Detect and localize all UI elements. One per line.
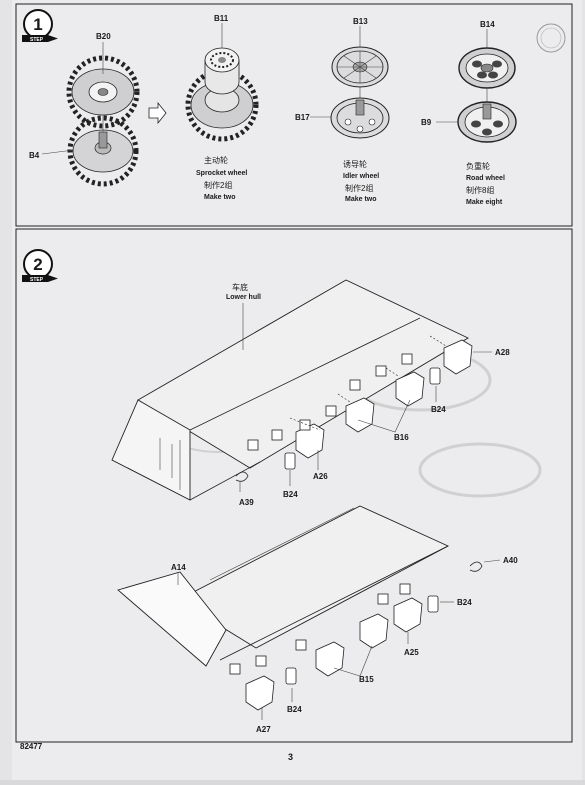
part-label-b17: B17 bbox=[295, 113, 310, 122]
step2-number: 2 bbox=[33, 255, 42, 274]
part-label-b24-upper-right: B24 bbox=[431, 405, 446, 414]
road-qty-cn: 制作8组 bbox=[466, 185, 494, 195]
part-label-a40: A40 bbox=[503, 556, 518, 565]
sprocket-half-b4-icon bbox=[67, 115, 139, 187]
leader-line bbox=[357, 399, 411, 433]
idler-axle-a40-icon bbox=[469, 561, 483, 572]
sprocket-title-en: Sprocket wheel bbox=[196, 170, 247, 177]
road-title-cn: 负重轮 bbox=[466, 161, 490, 171]
part-label-b20: B20 bbox=[96, 32, 111, 41]
part-label-a39: A39 bbox=[239, 498, 254, 507]
sprocket-assembly-icon bbox=[185, 47, 259, 142]
hull-title-en: Lower hull bbox=[226, 294, 261, 301]
road-wheel-b14-icon bbox=[458, 47, 516, 89]
leader-line bbox=[41, 149, 75, 155]
step2-panel bbox=[15, 228, 573, 743]
road-qty-en: Make eight bbox=[466, 199, 503, 206]
instruction-drawing: 1 STEP B20 B4 B11 主动轮 Sprocket bbox=[15, 3, 573, 762]
part-label-b13: B13 bbox=[353, 17, 368, 26]
road-wheel-b9-icon bbox=[457, 101, 517, 143]
idler-qty-en: Make two bbox=[345, 196, 377, 203]
step1-label: STEP bbox=[30, 37, 44, 43]
idler-wheel-b13-icon bbox=[331, 46, 389, 88]
page-number: 3 bbox=[288, 752, 293, 762]
arrow-right-icon bbox=[148, 101, 167, 125]
part-label-b11: B11 bbox=[214, 14, 229, 23]
idler-qty-cn: 制作2组 bbox=[345, 183, 373, 193]
idler-title-en: Idler wheel bbox=[343, 173, 379, 180]
part-label-a27: A27 bbox=[256, 725, 271, 734]
part-label-b24-lower-right: B24 bbox=[457, 598, 472, 607]
part-label-b15: B15 bbox=[359, 675, 374, 684]
step1-panel bbox=[15, 3, 573, 227]
part-label-b14: B14 bbox=[480, 20, 495, 29]
part-label-b16: B16 bbox=[394, 433, 409, 442]
instruction-sheet: 1 STEP B20 B4 B11 主动轮 Sprocket bbox=[12, 0, 582, 780]
part-label-a26: A26 bbox=[313, 472, 328, 481]
part-label-a14: A14 bbox=[171, 563, 186, 572]
step2-label: STEP bbox=[30, 277, 44, 283]
part-label-b24-upper-left: B24 bbox=[283, 490, 298, 499]
leader-line bbox=[483, 559, 501, 563]
sprocket-half-b20-icon bbox=[66, 55, 140, 129]
part-label-b4: B4 bbox=[29, 151, 40, 160]
step1-number: 1 bbox=[33, 15, 42, 34]
sprocket-title-cn: 主动轮 bbox=[204, 155, 228, 165]
dashed-guides-upper bbox=[289, 335, 447, 431]
kit-number: 82477 bbox=[20, 742, 43, 751]
hull-title-cn: 车底 bbox=[232, 282, 248, 292]
part-label-a28: A28 bbox=[495, 348, 510, 357]
part-label-b9: B9 bbox=[421, 118, 432, 127]
step1-badge: 1 STEP bbox=[22, 9, 58, 43]
lower-hull-side-icon bbox=[111, 279, 469, 501]
sprocket-qty-cn: 制作2组 bbox=[204, 180, 232, 190]
logo-stamp-icon bbox=[536, 23, 566, 53]
suspension-arms-upper-icon bbox=[247, 339, 473, 470]
idler-wheel-b17-icon bbox=[330, 97, 390, 139]
sprocket-qty-en: Make two bbox=[204, 194, 236, 201]
step2-badge: 2 STEP bbox=[22, 249, 58, 283]
idler-axle-a39-icon bbox=[235, 471, 249, 482]
lower-hull-side-right-icon bbox=[117, 505, 450, 667]
suspension-arms-lower-icon bbox=[229, 583, 439, 711]
part-label-b24-lower-left: B24 bbox=[287, 705, 302, 714]
part-label-a25: A25 bbox=[404, 648, 419, 657]
road-title-en: Road wheel bbox=[466, 175, 505, 182]
idler-title-cn: 诱导轮 bbox=[343, 159, 367, 169]
leader-line bbox=[333, 645, 373, 677]
